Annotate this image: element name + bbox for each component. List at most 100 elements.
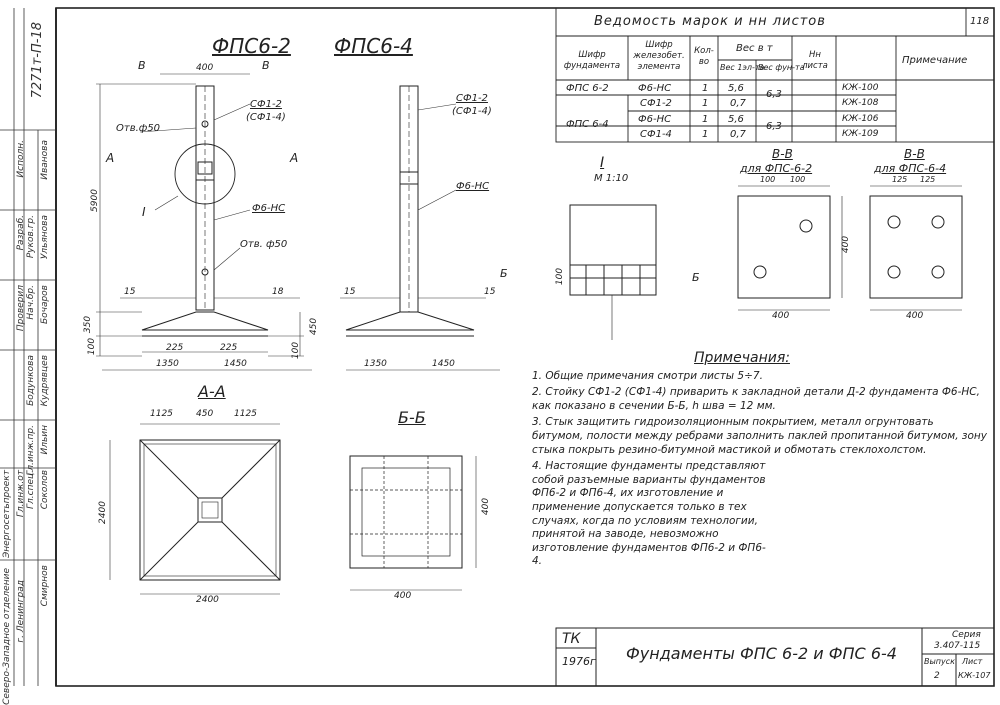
row2-qty: 1 — [702, 98, 709, 109]
dims-section-bb — [350, 456, 477, 591]
callout-sf2-right: СФ1-2 — [456, 93, 488, 104]
section-vv-fps6-2 — [737, 185, 843, 311]
title-fps6-2: ФПС6-2 — [212, 34, 291, 58]
dim-400-bb-h: 400 — [394, 591, 412, 601]
elevation-fps6-2 — [141, 85, 269, 337]
person-2: Ильин — [40, 425, 50, 455]
row4-element: СФ1-4 — [640, 129, 672, 140]
person-7: Бочаров — [40, 285, 50, 325]
dim-15-right-a: 15 — [344, 287, 356, 297]
series-label: Серия — [952, 630, 981, 640]
title-detail-i: I — [600, 155, 605, 171]
org-name: Северо-Западное отделение — [2, 568, 12, 705]
series-value: 3.407-115 — [934, 641, 981, 651]
row4-sheet: КЖ-109 — [842, 129, 879, 139]
dim-125-vv2-a: 125 — [892, 175, 908, 184]
sheet-value: КЖ-107 — [958, 671, 991, 680]
row4-qty: 1 — [702, 129, 709, 140]
role-3: Гл.инж.пр. — [26, 425, 36, 476]
row3-element: Ф6-НС — [638, 114, 672, 125]
cut-a-right: А — [290, 151, 299, 165]
role-4: Нач.бр. — [26, 285, 36, 320]
dim-15-right-b: 15 — [484, 287, 496, 297]
row2-sheet: КЖ-108 — [842, 98, 879, 108]
detail-i — [569, 204, 657, 340]
title-vv-1-sub: для ФПС-6-2 — [740, 162, 813, 175]
dims-left-elevation — [96, 73, 312, 371]
row1-sheet: КЖ-100 — [842, 83, 879, 93]
title-section-aa: А-А — [198, 382, 226, 401]
person-5: Иванова — [40, 140, 50, 180]
row2-element: СФ1-2 — [640, 98, 672, 109]
side-code: 7271т-Π-18 — [30, 22, 45, 99]
callout-f6nc-right: Ф6-НС — [456, 181, 490, 192]
dim-1125-a: 1125 — [150, 409, 173, 419]
cut-a-left: А — [106, 151, 115, 165]
notes-block: Примечания: 1. Общие примечания смотри л… — [532, 350, 987, 572]
dim-400-bb-v: 400 — [481, 497, 492, 516]
note-3: 3. Стык защитить гидроизоляционным покры… — [532, 416, 987, 456]
role-2: Гл.спец. — [26, 470, 36, 509]
table-header-6: Нн листа — [802, 50, 828, 71]
row1-wfun: 6,3 — [766, 89, 782, 100]
dim-350: 350 — [83, 315, 94, 334]
elevation-fps6-4 — [345, 85, 475, 337]
callout-sf4-left: (СФ1-4) — [246, 112, 286, 123]
person-1: Кудрявцев — [40, 355, 50, 407]
corner-sheet-number: 118 — [970, 16, 990, 27]
row2-wel: 0,7 — [730, 98, 746, 109]
issue-value: 2 — [934, 671, 940, 681]
sheet-frame — [55, 7, 995, 687]
dim-100-right: 100 — [291, 341, 302, 360]
title-vv-2-sub: для ФПС-6-4 — [874, 162, 947, 175]
dims-section-aa — [109, 423, 280, 595]
dim-1125-b: 1125 — [234, 409, 257, 419]
dim-15-left: 15 — [124, 287, 136, 297]
dim-1350-right: 1350 — [364, 359, 387, 369]
cut-b-detail-2: Б — [692, 271, 700, 284]
note-1: 1. Общие примечания смотри листы 5÷7. — [532, 369, 763, 382]
role-1: Гл.инж.от — [16, 470, 26, 518]
title-fps6-4: ФПС6-4 — [334, 34, 413, 58]
dim-1450-right: 1450 — [432, 359, 455, 369]
stamp-year: 1976г — [562, 655, 596, 668]
person-3: Соколов — [40, 470, 50, 510]
title-vv-1: В-В — [772, 147, 793, 161]
role-6: Проверил — [16, 285, 26, 332]
row3-sheet: КЖ-106 — [842, 114, 879, 124]
cut-v-left: В — [138, 59, 146, 72]
row1-element: Ф6-НС — [638, 83, 672, 94]
note-2: 2. Стойку СФ1-2 (СФ1-4) приварить к закл… — [532, 386, 980, 412]
row3-wfun: 6,3 — [766, 121, 782, 132]
dim-100-vv1-b: 100 — [790, 175, 806, 184]
row3-code: ФПС 6-4 — [566, 119, 609, 130]
notes-heading: Примечания: — [694, 350, 790, 366]
dim-400-top: 400 — [196, 63, 214, 73]
dim-100-vv1-a: 100 — [760, 175, 776, 184]
table-header-5: Вес фун-та — [758, 63, 805, 72]
dim-225-a: 225 — [166, 343, 184, 353]
person-8: Смирнов — [40, 565, 50, 607]
table-weight-group: Вес в т — [736, 43, 773, 54]
dim-225-b: 225 — [220, 343, 238, 353]
table-title: Ведомость марок и нн листов — [594, 14, 826, 29]
section-bb-plan — [349, 455, 463, 569]
title-section-bb: Б-Б — [398, 408, 426, 427]
dim-2400-h: 2400 — [196, 595, 219, 605]
callout-i-marker: I — [142, 205, 146, 219]
sheet-main-title: Фундаменты ФПС 6-2 и ФПС 6-4 — [626, 644, 897, 663]
sheet-table-grid — [555, 7, 995, 143]
org-city: г. Ленинград — [16, 580, 26, 643]
row4-wel: 0,7 — [730, 129, 746, 140]
issue-label: Выпуск — [924, 657, 955, 666]
callout-otv50b: Отв. ф50 — [240, 239, 288, 250]
role-5: Руков.гр. — [26, 215, 36, 259]
dims-right-elevation — [340, 103, 500, 371]
person-4: Бодункова — [26, 355, 36, 406]
cut-v-right: В — [262, 59, 270, 72]
title-vv-2: В-В — [904, 147, 925, 161]
note-4: 4. Настоящие фундаменты представляют соб… — [532, 460, 766, 568]
dim-18: 18 — [272, 287, 284, 297]
row1-wel: 5,6 — [728, 83, 744, 94]
dim-400-vv2: 400 — [906, 311, 924, 321]
